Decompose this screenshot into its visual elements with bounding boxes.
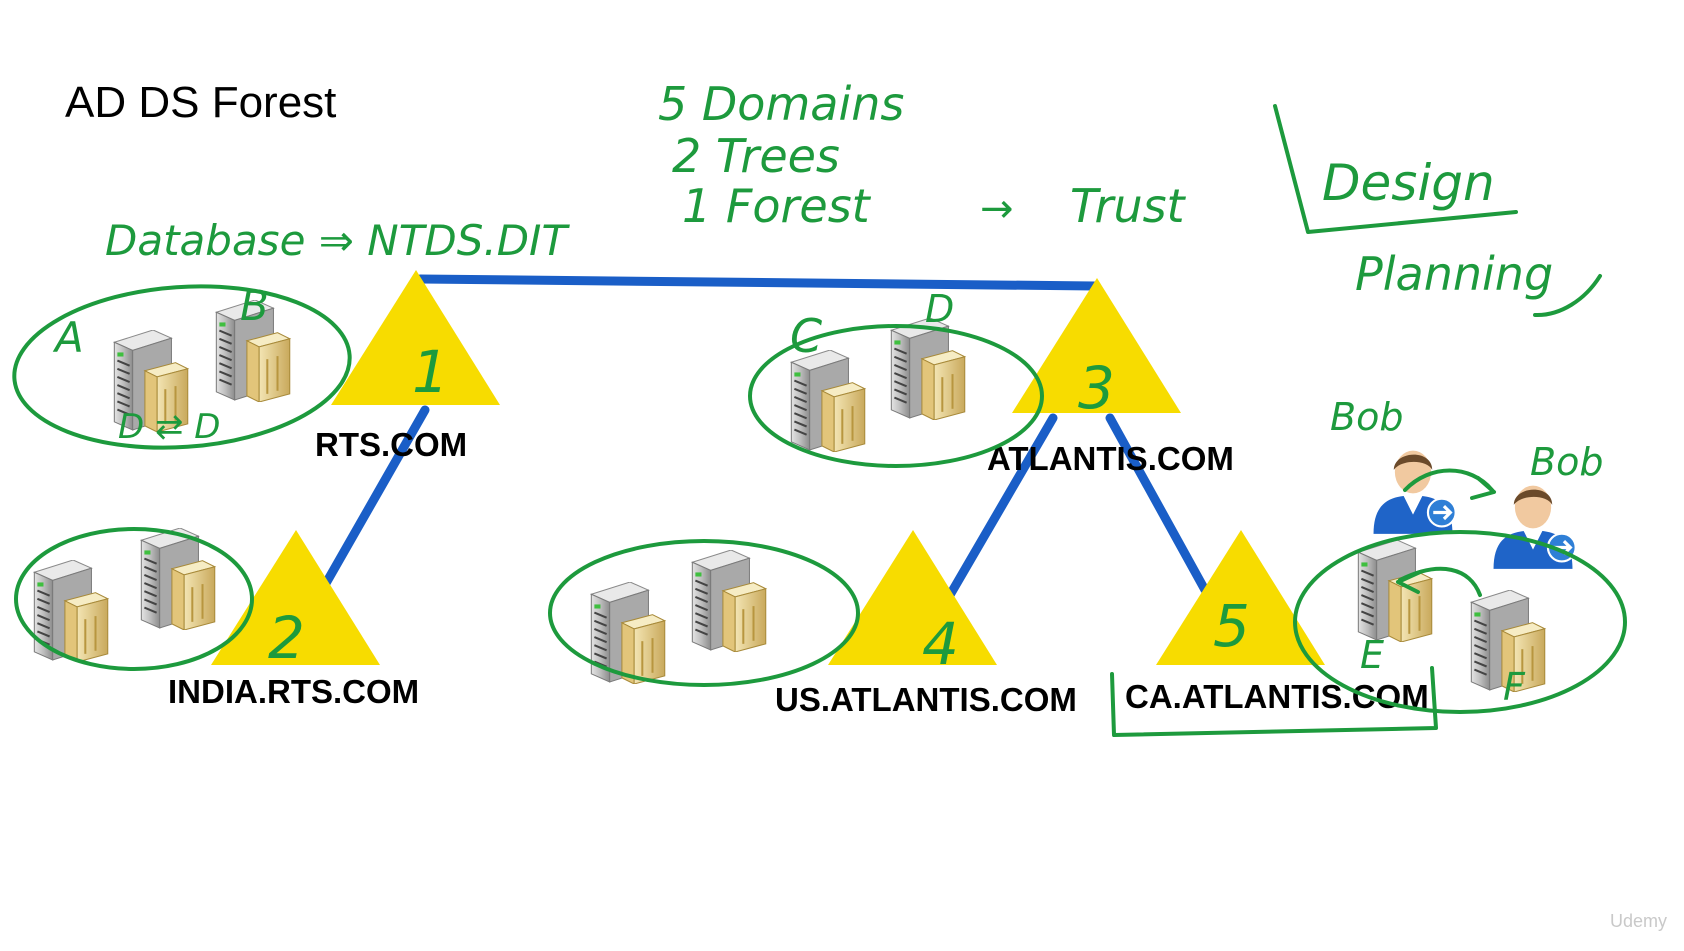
domain-label-rts: RTS.COM [315, 426, 467, 463]
ink-text-planning: Planning [1355, 247, 1553, 301]
ink-text-forest: 1 Forest [682, 179, 872, 233]
ink-text-dc-f: F [1503, 665, 1526, 709]
ink-box-ca [1110, 666, 1438, 737]
ink-text-trees: 2 Trees [672, 129, 840, 183]
atlantis-ca-link [1105, 413, 1210, 595]
page-title: AD DS Forest [65, 78, 336, 127]
ink-circle-india [14, 527, 254, 671]
domain-triangle-us [828, 530, 997, 665]
ink-annotations [12, 104, 1627, 737]
user-icon [1371, 449, 1458, 536]
ink-arrowhead-e-f [1396, 570, 1422, 594]
domain-triangle-atlantis [1012, 278, 1181, 413]
ink-text-trust: Trust [1070, 179, 1187, 233]
ink-text-domains: 5 Domains [658, 77, 904, 131]
domain-number-us: 4 [922, 610, 959, 678]
ink-text-user-2: Bob [1530, 440, 1603, 484]
ink-text-design: Design [1322, 154, 1495, 212]
domain-triangles [211, 270, 1325, 665]
domain-label-us: US.ATLANTIS.COM [775, 681, 1077, 718]
ink-circle-atlantis [748, 324, 1044, 468]
ink-underline-planning [1533, 274, 1602, 318]
server-icon [691, 550, 767, 652]
ink-text-dc-a: A [52, 313, 84, 362]
domain-triangle-ca [1156, 530, 1325, 665]
user-icon [1491, 484, 1578, 571]
trust-links [320, 274, 1210, 600]
domain-label-ca: CA.ATLANTIS.COM [1125, 678, 1429, 715]
domain-number-india: 2 [268, 604, 305, 672]
domain-triangle-india [211, 530, 380, 665]
ink-circle-rts [12, 284, 352, 450]
ink-circle-ca [1293, 530, 1627, 714]
ink-bracket-design [1273, 104, 1518, 234]
ink-text-dc-c: C [790, 309, 822, 363]
ink-text-dc-e: E [1360, 633, 1384, 677]
domain-label-atlantis: ATLANTIS.COM [987, 440, 1234, 477]
domain-number-rts: 1 [412, 338, 449, 406]
domain-number-atlantis: 3 [1078, 354, 1115, 422]
ink-text-dc-d: D [925, 287, 954, 331]
server-icon [790, 350, 866, 452]
domain-number-ca: 5 [1213, 592, 1250, 660]
domain-triangle-rts [331, 270, 500, 405]
watermark-logo: Udemy [1610, 911, 1667, 931]
domain-label-india: INDIA.RTS.COM [168, 673, 419, 710]
forest-root-trust-link [415, 274, 1100, 291]
ink-text-replication: D ⇄ D [118, 407, 220, 447]
atlantis-us-link [945, 413, 1058, 600]
ink-text-user-1: Bob [1330, 395, 1403, 439]
server-icon [1357, 540, 1433, 642]
ink-arrowhead-users [1470, 476, 1496, 500]
rts-india-link [320, 405, 430, 590]
ink-text-arrow: → [980, 186, 1014, 232]
ink-text-dc-b: B [240, 281, 269, 330]
ink-text-database: Database ⇒ NTDS.DIT [105, 216, 570, 265]
ink-circle-us [548, 539, 860, 687]
